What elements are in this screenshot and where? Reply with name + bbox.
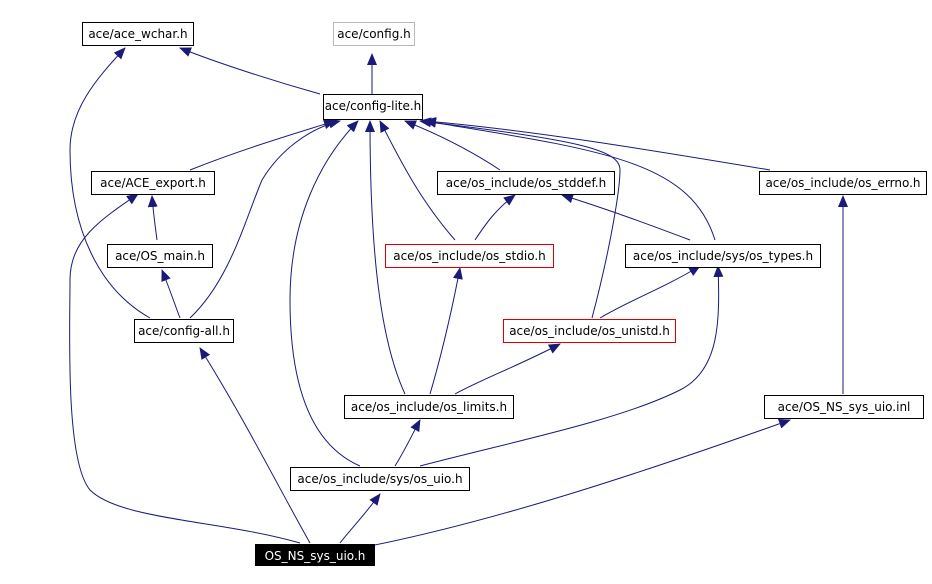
edge-os-stddef-to-config-lite xyxy=(404,120,501,171)
edge-root-to-ace-export xyxy=(69,193,301,544)
edge-config-lite-to-ace-wchar xyxy=(179,47,321,95)
edge-root-to-config-all xyxy=(199,347,311,544)
edge-os-stdio-to-os-stddef xyxy=(474,194,516,241)
node-os-errno[interactable]: ace/os_include/os_errno.h xyxy=(759,171,927,195)
node-os-stdio[interactable]: ace/os_include/os_stdio.h xyxy=(385,244,554,268)
edge-config-all-to-os-main xyxy=(161,269,181,319)
edge-root-to-os-uio xyxy=(339,493,381,544)
edge-os-stdio-to-config-lite xyxy=(379,120,456,241)
edge-config-all-to-ace-wchar xyxy=(69,47,151,319)
edge-os-types-to-os-stddef xyxy=(561,193,691,241)
node-ace-export[interactable]: ace/ACE_export.h xyxy=(91,171,215,195)
edge-ace-export-to-config-lite xyxy=(189,119,336,171)
edge-os-uio-to-config-lite xyxy=(289,120,361,467)
edge-os-limits-to-os-stdio xyxy=(429,267,463,395)
edge-os-unistd-to-os-types xyxy=(599,265,701,319)
node-config-lite[interactable]: ace/config-lite.h xyxy=(323,94,423,120)
node-os-main[interactable]: ace/OS_main.h xyxy=(107,244,213,268)
node-os-unistd[interactable]: ace/os_include/os_unistd.h xyxy=(503,319,676,343)
node-os-types[interactable]: ace/os_include/sys/os_types.h xyxy=(625,244,821,268)
edge-config-all-to-config-lite xyxy=(189,118,341,319)
node-config: ace/config.h xyxy=(333,22,415,46)
edge-os-main-to-ace-export xyxy=(147,195,158,241)
edge-os-limits-to-os-unistd xyxy=(454,343,561,395)
edges-group xyxy=(69,47,848,547)
node-os-limits[interactable]: ace/os_include/os_limits.h xyxy=(344,395,514,419)
node-os-ns-sys-uio-root: OS_NS_sys_uio.h xyxy=(255,544,375,566)
edge-root-to-os-ns-sys-uio-inl xyxy=(369,418,791,547)
edge-os-types-to-config-lite xyxy=(424,117,716,241)
edge-os-limits-to-config-lite xyxy=(365,120,406,395)
node-config-all[interactable]: ace/config-all.h xyxy=(134,319,234,343)
edge-os-errno-to-config-lite xyxy=(424,116,771,171)
node-ace-wchar[interactable]: ace/ace_wchar.h xyxy=(82,22,194,46)
edge-os-uio-to-os-types xyxy=(419,265,724,467)
node-os-stddef[interactable]: ace/os_include/os_stddef.h xyxy=(437,171,615,195)
node-os-ns-sys-uio-inl[interactable]: ace/OS_NS_sys_uio.inl xyxy=(764,395,924,419)
node-os-uio[interactable]: ace/os_include/sys/os_uio.h xyxy=(290,467,470,491)
edge-os-unistd-to-config-lite xyxy=(419,117,621,319)
edge-os-uio-to-os-limits xyxy=(394,419,421,467)
